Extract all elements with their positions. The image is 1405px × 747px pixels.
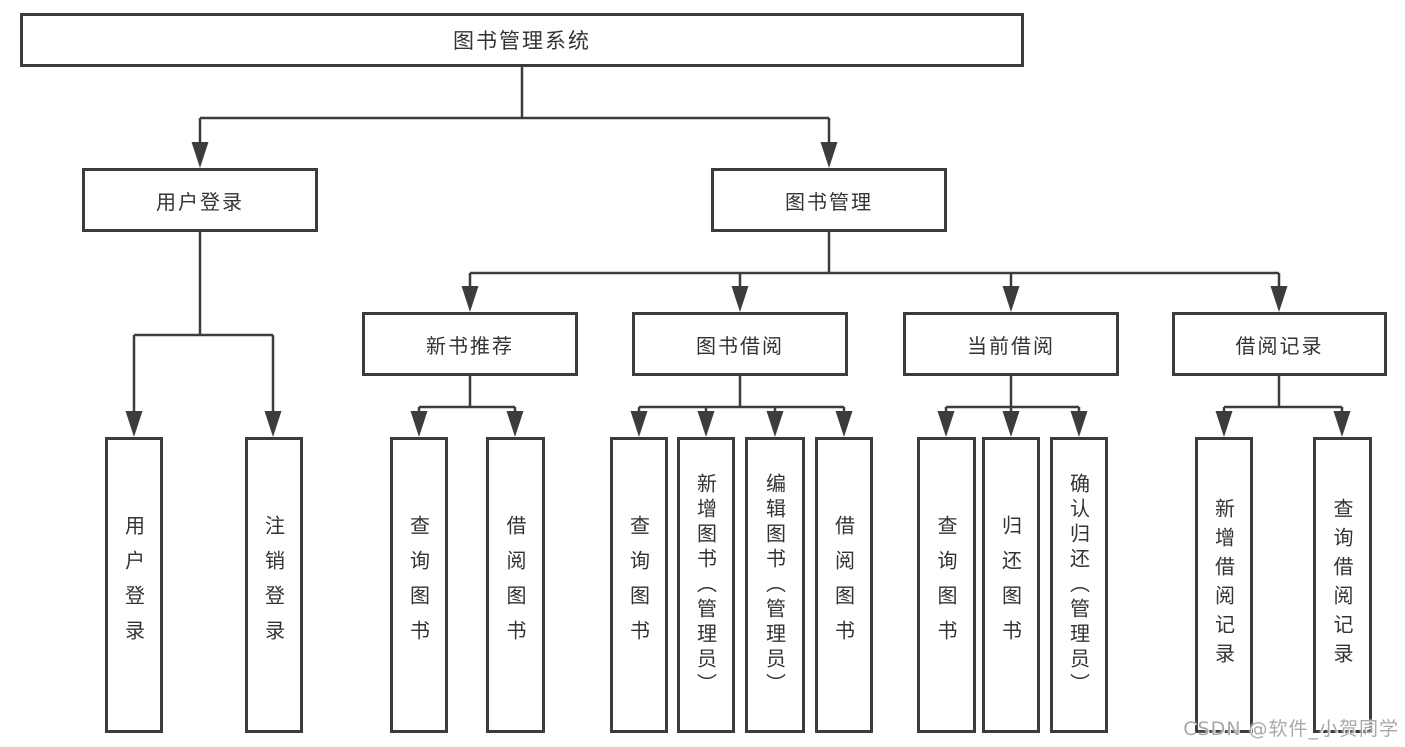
node-label: 用户登录 [121,515,146,655]
node-book-borrow: 图书借阅 [632,312,848,376]
arrowhead [461,286,479,312]
node-user-login: 用户登录 [82,168,318,232]
arrowhead [820,142,838,168]
leaf-user-login: 用户登录 [105,437,163,733]
csdn-watermark: CSDN @软件_小贺同学 [1183,718,1399,740]
node-label: 归还图书 [998,515,1023,655]
node-library-management-system: 图书管理系统 [20,13,1024,67]
leaf-borrow-books: 借阅图书 [815,437,873,733]
node-label: 确认归还（管理员） [1066,472,1091,698]
arrowhead [937,411,955,437]
arrowhead [1002,411,1020,437]
leaf-edit-book-admin: 编辑图书（管理员） [745,437,805,733]
leaf-borrow-books-recommend: 借阅图书 [486,437,545,733]
leaf-query-books-current: 查询图书 [917,437,976,733]
node-label: 查询图书 [406,515,431,655]
leaf-logout: 注销登录 [245,437,303,733]
arrowhead [506,411,524,437]
arrowhead [1215,411,1233,437]
node-label: 图书借阅 [696,333,784,358]
arrowhead [1002,286,1020,312]
node-label: 编辑图书（管理员） [762,472,787,698]
arrowhead [410,411,428,437]
arrowhead [1270,286,1288,312]
node-borrow-records: 借阅记录 [1172,312,1387,376]
node-label: 查询图书 [626,515,651,655]
arrowhead [125,411,143,437]
node-book-management: 图书管理 [711,168,947,232]
leaf-query-books-borrow: 查询图书 [610,437,668,733]
leaf-confirm-return-admin: 确认归还（管理员） [1050,437,1108,733]
node-new-book-recommend: 新书推荐 [362,312,578,376]
node-label: 查询借阅记录 [1330,498,1354,672]
node-label: 借阅记录 [1235,333,1324,358]
arrowhead [630,411,648,437]
arrowhead [731,286,749,312]
leaf-query-borrow-record: 查询借阅记录 [1313,437,1372,733]
arrowhead [835,411,853,437]
leaf-add-book-admin: 新增图书（管理员） [677,437,735,733]
arrowhead [766,411,784,437]
node-label: 查询图书 [934,515,958,655]
node-label: 新书推荐 [426,333,514,358]
node-current-borrow: 当前借阅 [903,312,1119,376]
leaf-query-books-recommend: 查询图书 [390,437,448,733]
node-label: 借阅图书 [831,515,856,655]
arrowhead [1333,411,1351,437]
node-label: 图书管理系统 [453,29,591,53]
node-label: 用户登录 [156,189,244,214]
arrowhead [697,411,715,437]
arrowhead [1070,411,1088,437]
leaf-return-books: 归还图书 [982,437,1040,733]
arrowhead [191,142,209,168]
node-label: 图书管理 [785,189,873,214]
node-label: 新增借阅记录 [1211,498,1236,672]
node-label: 当前借阅 [967,333,1055,358]
arrowhead [264,411,282,437]
node-label: 新增图书（管理员） [693,472,718,698]
node-label: 注销登录 [261,515,286,655]
node-label: 借阅图书 [503,515,527,655]
leaf-add-borrow-record: 新增借阅记录 [1195,437,1253,733]
